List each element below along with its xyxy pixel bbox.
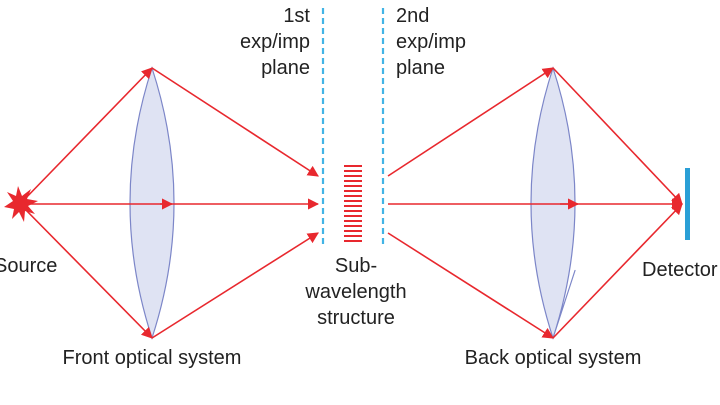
plane2-label-line2: exp/imp — [396, 31, 466, 53]
plane2-label-line3: plane — [396, 57, 445, 79]
source-label: Source — [0, 255, 57, 277]
plane1-label-line1: 1st — [283, 5, 310, 27]
back-lens — [530, 66, 576, 340]
detector-bar-icon — [685, 168, 690, 240]
plane1-label-line2: exp/imp — [240, 31, 310, 53]
front-optical-system-label: Front optical system — [63, 347, 242, 369]
structure-label-line3: structure — [317, 307, 395, 329]
plane1-label-line3: plane — [261, 57, 310, 79]
plane2-label-line1: 2nd — [396, 5, 429, 27]
sub-wavelength-structure — [344, 165, 362, 242]
structure-label-line2: wavelength — [304, 281, 406, 303]
front-lens — [129, 66, 175, 340]
front-rays — [19, 67, 320, 339]
detector-label: Detector — [642, 259, 718, 281]
back-rays — [387, 67, 684, 339]
structure-label-line1: Sub- — [335, 255, 377, 277]
back-optical-system-label: Back optical system — [465, 347, 642, 369]
starburst-icon — [4, 186, 38, 222]
